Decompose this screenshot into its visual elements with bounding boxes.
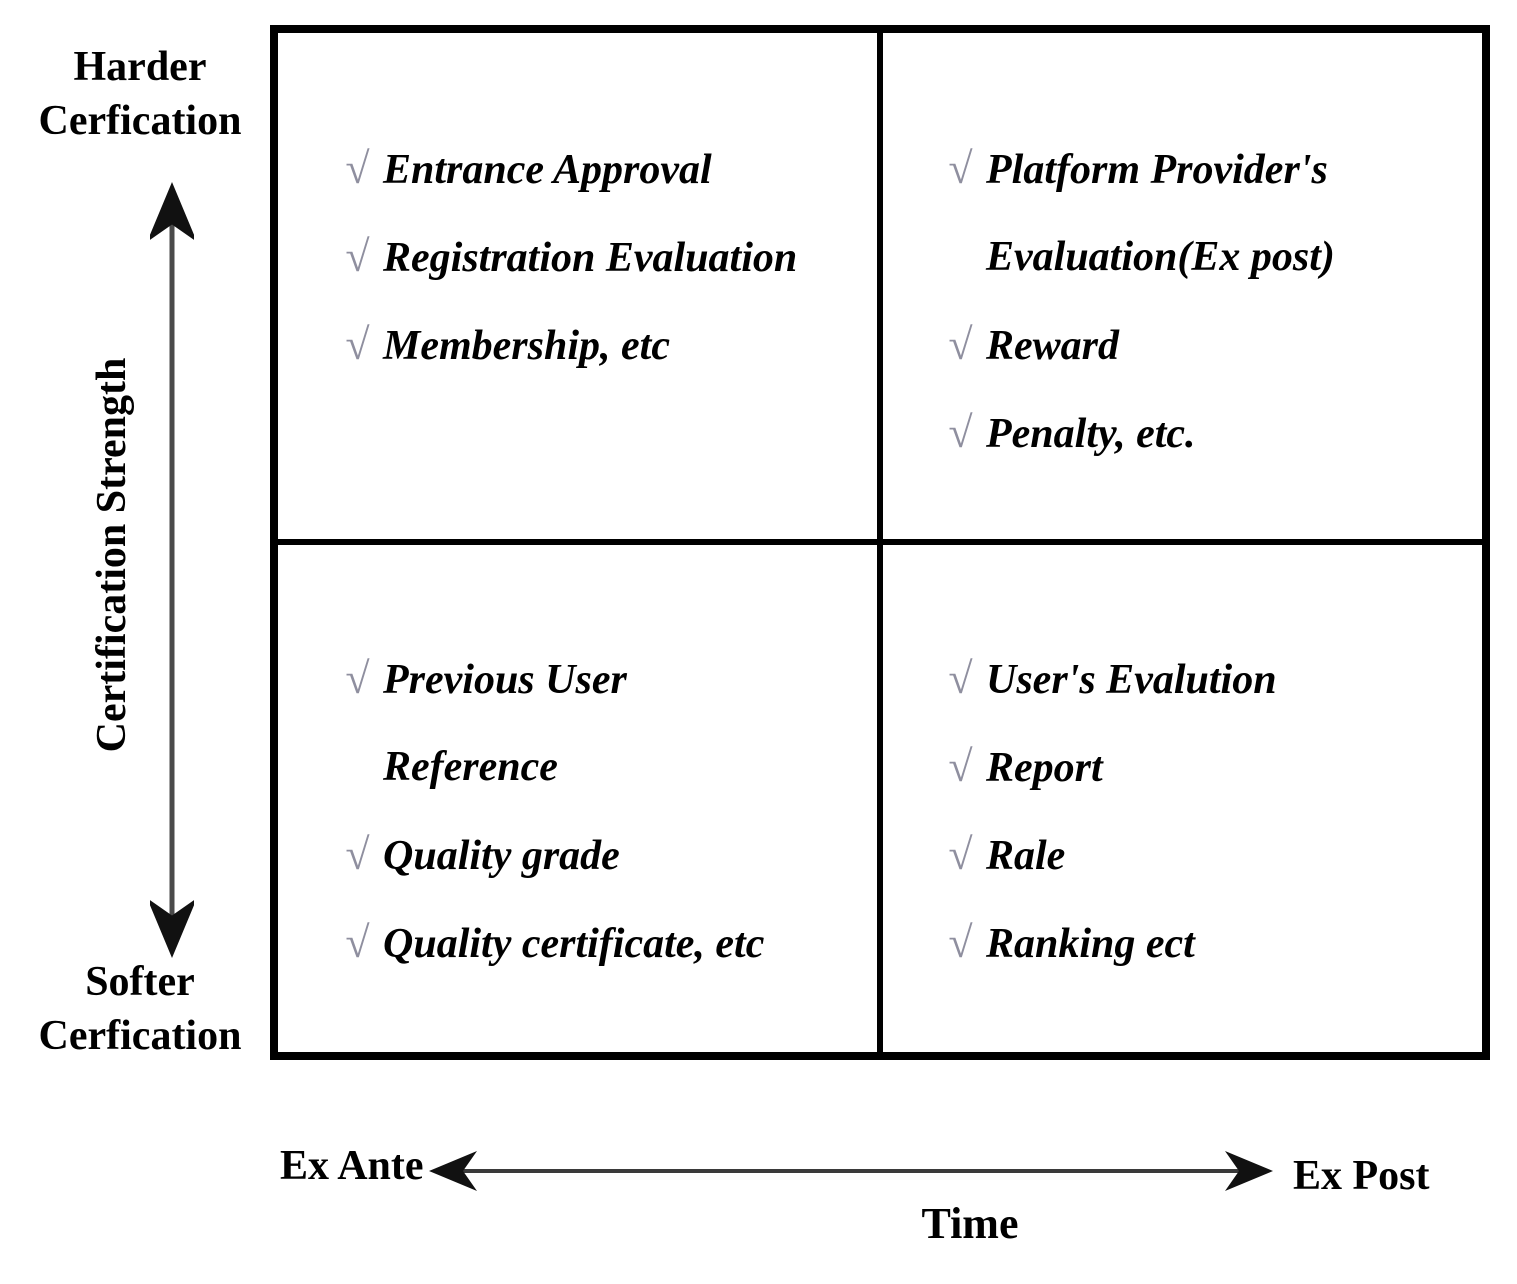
check-icon: √ <box>948 408 973 457</box>
quadrant-item-label: Evaluation(Ex post) <box>986 234 1335 280</box>
quadrant-item: √ Penalty, etc. <box>948 389 1335 477</box>
quadrant-top-left: √ Entrance Approval √ Registration Evaluat… <box>345 125 797 389</box>
check-icon: √ <box>345 144 370 193</box>
quadrant-item: √ Registration Evaluation <box>345 213 797 301</box>
y-axis-top-label: Harder Cerfication <box>15 40 265 148</box>
quadrant-item-label: Reference <box>383 744 558 790</box>
quadrant-item: √ Rale <box>948 811 1277 899</box>
quadrant-top-right: √ Platform Provider's Evaluation(Ex post)… <box>948 125 1335 477</box>
y-axis-top-label-line1: Harder <box>73 44 207 90</box>
quadrant-item: √ Platform Provider's <box>948 125 1335 213</box>
quadrant-item: √ Reward <box>948 301 1335 389</box>
y-axis-bottom-label-line2: Cerfication <box>38 1013 242 1059</box>
quadrant-item-label: Quality grade <box>383 833 620 879</box>
x-axis-arrow-icon <box>429 1151 1273 1191</box>
x-axis-title: Time <box>921 1199 1019 1248</box>
quadrant-bottom-right: √ User's Evalution √ Report √ Rale √ Ranking… <box>948 635 1277 987</box>
quadrant-item-label: User's Evalution <box>986 657 1277 703</box>
check-icon: √ <box>948 144 973 193</box>
check-icon: √ <box>948 654 973 703</box>
quadrant-item-label: Penalty, etc. <box>986 411 1196 457</box>
check-icon: √ <box>345 320 370 369</box>
quadrant-item: √ User's Evalution <box>948 635 1277 723</box>
quadrant-item-label: Entrance Approval <box>383 147 712 193</box>
y-axis-arrow-icon <box>150 182 194 958</box>
quadrant-item: √ Entrance Approval <box>345 125 797 213</box>
quadrant-item-label: Reward <box>986 323 1120 369</box>
check-icon: √ <box>948 918 973 967</box>
quadrant-item: √ Quality grade <box>345 811 764 899</box>
quadrant-item-label: Registration Evaluation <box>383 235 798 281</box>
quadrant-item-continuation: Evaluation(Ex post) <box>948 213 1335 301</box>
quadrant-item-label: Quality certificate, etc <box>383 921 765 967</box>
x-axis-right-label: Ex Post <box>1293 1153 1430 1199</box>
check-icon: √ <box>948 830 973 879</box>
matrix-horizontal-divider <box>278 539 1482 545</box>
quadrant-item: √ Quality certificate, etc <box>345 899 764 987</box>
check-icon: √ <box>948 320 973 369</box>
quadrant-item: √ Previous User <box>345 635 764 723</box>
quadrant-item-label: Previous User <box>383 657 627 703</box>
quadrant-item-label: Report <box>986 745 1103 791</box>
y-axis-title: Certification Strength <box>89 357 135 753</box>
y-axis-bottom-label-line1: Softer <box>85 959 195 1005</box>
quadrant-item-label: Platform Provider's <box>986 147 1328 193</box>
check-icon: √ <box>345 232 370 281</box>
quadrant-bottom-left: √Previous User Reference √Quality grade … <box>345 635 764 987</box>
check-icon: √ <box>345 918 370 967</box>
check-icon: √ <box>948 742 973 791</box>
quadrant-item-label: Rale <box>986 833 1066 879</box>
quadrant-item-label: Membership, etc <box>383 323 670 369</box>
x-axis-left-label: Ex Ante <box>280 1143 424 1189</box>
check-icon: √ <box>345 654 370 703</box>
quadrant-item-label: Ranking ect <box>986 921 1195 967</box>
matrix-box: √ Entrance Approval √ Registration Evaluat… <box>270 25 1490 1060</box>
check-icon: √ <box>345 830 370 879</box>
quadrant-item-continuation: Reference <box>345 723 764 811</box>
y-axis-bottom-label: Softer Cerfication <box>15 955 265 1063</box>
quadrant-item: √ Ranking ect <box>948 899 1277 987</box>
quadrant-item: √ Report <box>948 723 1277 811</box>
y-axis-top-label-line2: Cerfication <box>38 98 242 144</box>
quadrant-item: √ Membership, etc <box>345 301 797 389</box>
